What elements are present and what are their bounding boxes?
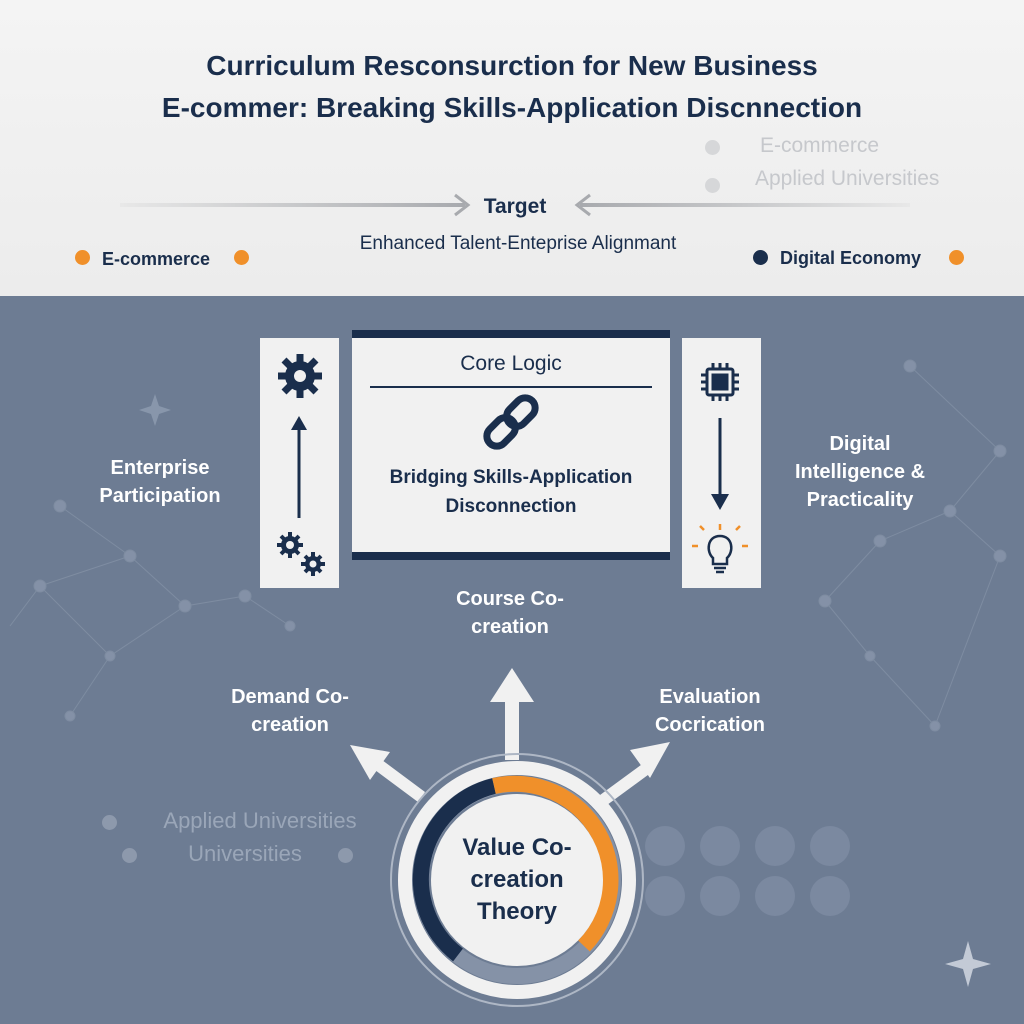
ghost-label-universities: Universities xyxy=(188,841,302,866)
target-subtitle: Enhanced Talent-Enteprise Alignmant xyxy=(359,233,677,254)
lightbulb-icon xyxy=(692,524,748,574)
value-cocreation-theory: Value Co-creation Theory xyxy=(462,834,572,925)
link-chain-icon xyxy=(483,394,539,450)
ghost-bullet xyxy=(338,848,353,863)
network-background xyxy=(9,359,1007,987)
tag-digital-economy: Digital Economy xyxy=(780,248,922,268)
enterprise-column xyxy=(260,338,339,588)
core-logic-heading: Core Logic xyxy=(460,352,562,375)
gear-icon xyxy=(278,354,322,398)
digital-column xyxy=(682,338,761,588)
course-cocreation-label: Course Co-creation xyxy=(456,588,564,638)
target-label: Target xyxy=(483,195,547,218)
faint-bullet xyxy=(705,140,720,155)
title-line-2: E-commer: Breaking Skills-Application Di… xyxy=(161,92,863,123)
ghost-label-applied-universities: Applied Universities xyxy=(163,808,357,833)
title-line-1: Curriculum Resconsurction for New Busine… xyxy=(206,50,818,81)
evaluation-cocreation-label: Evaluation Cocrication xyxy=(654,686,766,736)
faint-legend-ecommerce: E-commerce xyxy=(760,134,880,157)
demand-cocreation-label: Demand Co-creation xyxy=(231,686,349,736)
header-section xyxy=(0,0,1024,296)
core-logic-body: Bridging Skills-Application Disconnectio… xyxy=(389,467,633,517)
sparkle-icon xyxy=(139,394,171,426)
ghost-bullet xyxy=(122,848,137,863)
orange-bullet xyxy=(75,250,90,265)
ghost-bullet xyxy=(102,815,117,830)
divider xyxy=(370,386,652,388)
tag-ecommerce: E-commerce xyxy=(102,249,211,269)
faint-legend-universities: Applied Universities xyxy=(755,167,940,190)
faint-bullet xyxy=(705,178,720,193)
orange-bullet xyxy=(949,250,964,265)
chip-icon xyxy=(701,363,739,401)
gears-icon xyxy=(277,532,325,576)
target-arrows xyxy=(120,193,910,217)
digital-intelligence-label: Digital Intelligence & Practicality xyxy=(794,433,926,511)
enterprise-participation-label: Enterprise Participation xyxy=(99,457,221,507)
navy-bullet xyxy=(753,250,768,265)
core-logic-box: Core Logic Bridging Skills-Application D… xyxy=(352,330,670,560)
orange-bullet xyxy=(234,250,249,265)
sparkle-icon xyxy=(945,941,991,987)
